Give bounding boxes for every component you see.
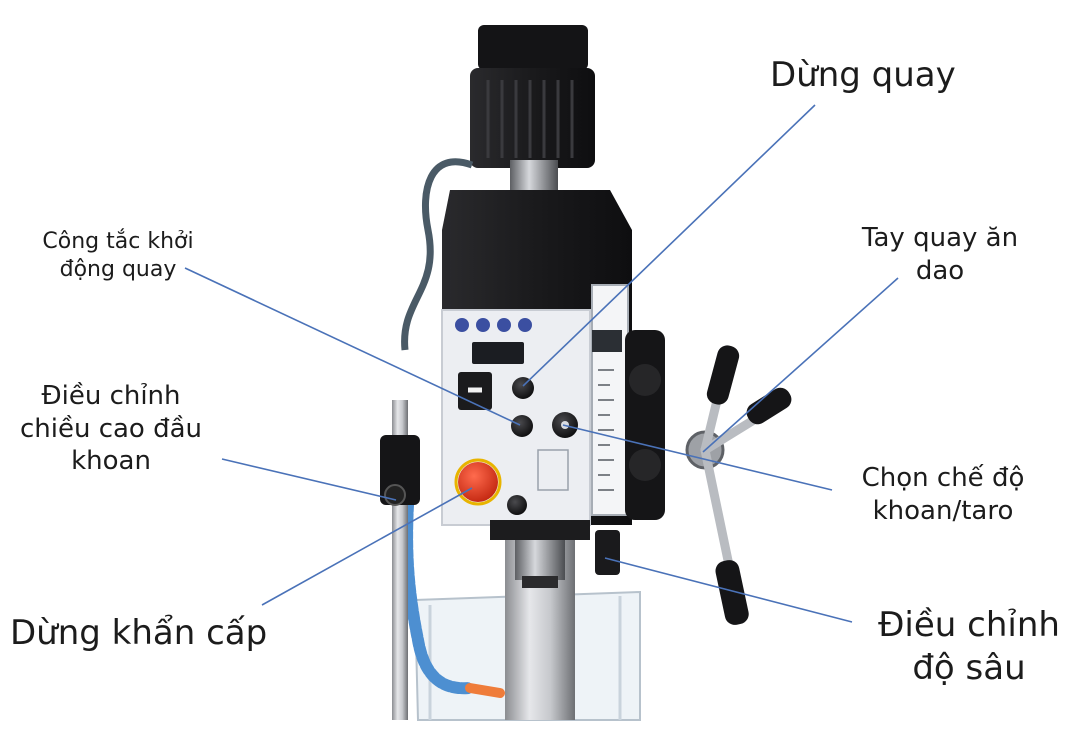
leader-feed-handle	[702, 277, 899, 453]
leader-emergency-stop	[261, 487, 473, 606]
mode-icons	[455, 318, 532, 332]
feed-handle[interactable]	[685, 343, 795, 627]
depth-scale	[591, 284, 629, 516]
label-start-switch-line-1: Công tắc khởi	[42, 229, 194, 254]
leader-lines	[184, 104, 899, 623]
leader-head-height	[221, 458, 397, 501]
label-head-height-line-3: khoan	[71, 446, 151, 476]
start-rotation-knob[interactable]	[511, 415, 533, 437]
label-stop-rotation: Dừng quay	[770, 55, 956, 95]
emergency-stop-button[interactable]	[458, 462, 498, 502]
lower-knob[interactable]	[507, 495, 527, 515]
label-depth-adjust-line-2: độ sâu	[912, 647, 1026, 688]
label-feed-handle: Tay quay ăn dao	[840, 222, 1040, 287]
motor	[470, 25, 595, 190]
label-feed-handle-line-1: Tay quay ăn	[861, 223, 1019, 253]
label-head-height-line-1: Điều chỉnh	[41, 381, 181, 411]
stop-rotation-knob[interactable]	[512, 377, 534, 399]
label-start-switch: Công tắc khởi động quay	[18, 228, 218, 283]
leader-start-switch	[184, 267, 521, 426]
leader-depth-adjust	[604, 557, 853, 623]
label-mode-select: Chọn chế độ khoan/taro	[838, 462, 1048, 527]
digital-display	[472, 342, 524, 364]
leader-mode-select	[562, 424, 833, 491]
feed-housing	[625, 330, 665, 520]
label-head-height-line-2: chiều cao đầu	[19, 413, 203, 444]
leader-stop-rotation	[522, 104, 816, 387]
label-depth-adjust: Điều chỉnh độ sâu	[858, 604, 1080, 689]
label-mode-select-line-1: Chọn chế độ	[861, 463, 1025, 493]
spindle	[490, 520, 620, 588]
label-mode-select-line-2: khoan/taro	[872, 495, 1014, 526]
label-feed-handle-line-2: dao	[915, 255, 965, 286]
label-head-height: Điều chỉnh chiều cao đầu khoan	[6, 380, 216, 478]
label-emergency-stop: Dừng khẩn cấp	[10, 613, 268, 653]
label-start-switch-line-2: động quay	[59, 256, 177, 282]
label-depth-adjust-line-1: Điều chỉnh	[878, 605, 1060, 645]
power-cable	[401, 158, 474, 351]
